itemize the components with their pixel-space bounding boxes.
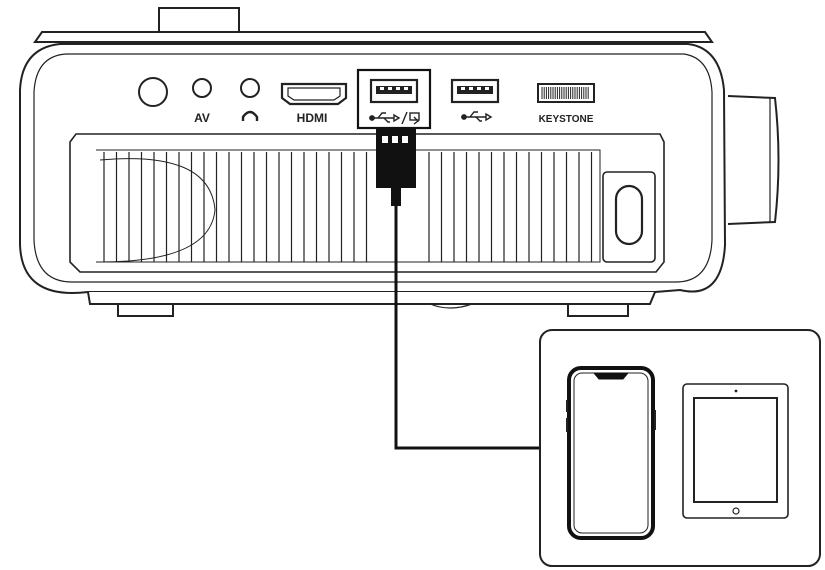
av-label: AV [194,111,210,125]
headphone-jack-icon[interactable] [241,79,259,97]
vent-knob [616,186,642,244]
av-jack-icon[interactable] [193,79,211,97]
top-rim [35,32,712,42]
foot-right [568,304,628,316]
smartphone-icon [567,368,655,538]
foot-left [118,304,173,316]
power-button-icon[interactable] [139,78,167,106]
lens-housing [728,96,779,224]
hdmi-label: HDMI [297,111,328,125]
tablet-icon [683,384,788,518]
top-knob [159,8,239,34]
hdmi-port-icon[interactable] [282,84,346,104]
devices-panel [540,330,820,566]
keystone-label: KEYSTONE [539,114,594,125]
usb-plug-neck [391,188,401,206]
bottom-strip [88,292,655,304]
